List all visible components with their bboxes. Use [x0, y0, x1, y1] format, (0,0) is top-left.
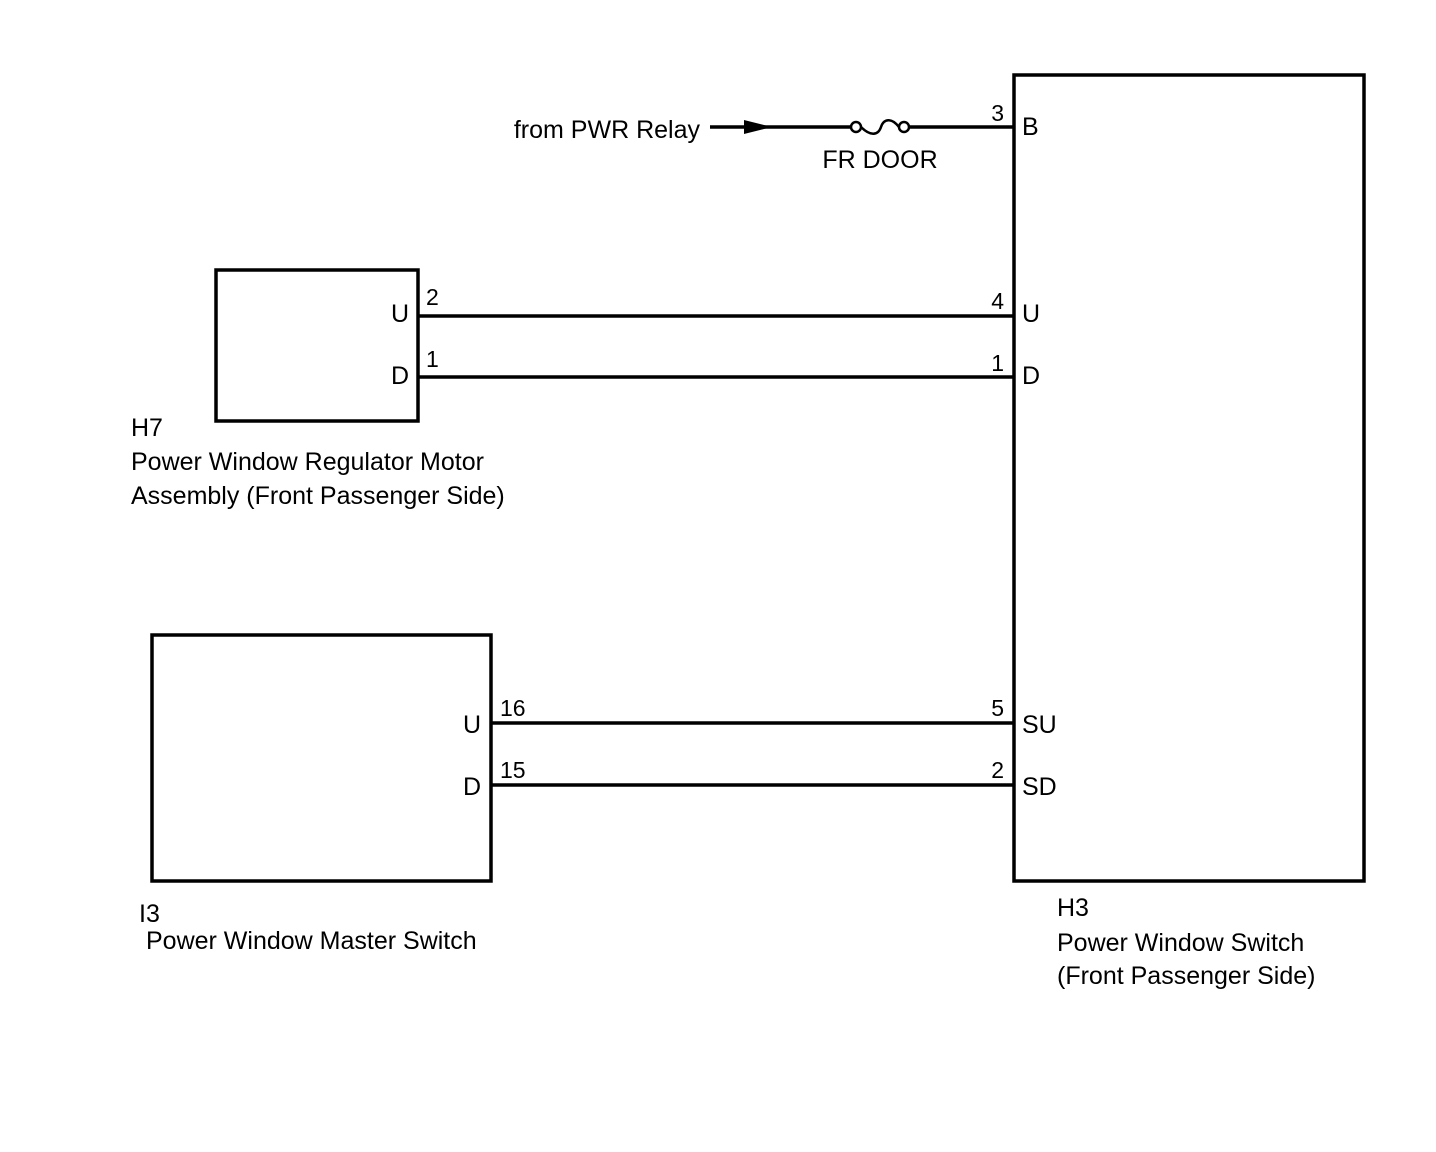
- h7-pin-u: 2: [426, 284, 439, 310]
- fuse-icon: [849, 119, 911, 135]
- h7-terminal-d: D: [391, 362, 409, 390]
- h7-name-label-line1: Power Window Regulator Motor: [131, 448, 484, 476]
- h3-terminal-u: U: [1022, 300, 1040, 328]
- i3-code-label: I3: [139, 900, 160, 928]
- h3-component-box: [1012, 73, 1366, 883]
- h3-terminal-su: SU: [1022, 711, 1057, 739]
- h7-terminal-u: U: [391, 300, 409, 328]
- h3-pin-su: 5: [991, 695, 1004, 721]
- h3-pin-u: 4: [991, 288, 1004, 314]
- h3-name-label-line2: (Front Passenger Side): [1057, 962, 1315, 990]
- power-feed-wire: [710, 120, 852, 134]
- h3-code-label: H3: [1057, 894, 1089, 922]
- fuse-label: FR DOOR: [822, 146, 937, 174]
- h3-pin-d: 1: [991, 350, 1004, 376]
- h7-pin-d: 1: [426, 346, 439, 372]
- h7-component-box: [214, 268, 420, 423]
- power-source-label: from PWR Relay: [514, 116, 701, 144]
- i3-pin-u: 16: [500, 695, 526, 721]
- h7-code-label: H7: [131, 414, 163, 442]
- h3-terminal-d: D: [1022, 362, 1040, 390]
- h7-name-label-line2: Assembly (Front Passenger Side): [131, 482, 505, 510]
- i3-name-label: Power Window Master Switch: [146, 927, 477, 955]
- i3-component-box: [150, 633, 493, 883]
- i3-pin-d: 15: [500, 757, 526, 783]
- arrow-right-icon: [744, 120, 772, 134]
- h3-terminal-b: B: [1022, 113, 1039, 141]
- h3-pin-sd: 2: [991, 757, 1004, 783]
- h3-pin-b: 3: [991, 100, 1004, 126]
- i3-terminal-d: D: [463, 773, 481, 801]
- h3-terminal-sd: SD: [1022, 773, 1057, 801]
- i3-terminal-u: U: [463, 711, 481, 739]
- h3-name-label-line1: Power Window Switch: [1057, 929, 1304, 957]
